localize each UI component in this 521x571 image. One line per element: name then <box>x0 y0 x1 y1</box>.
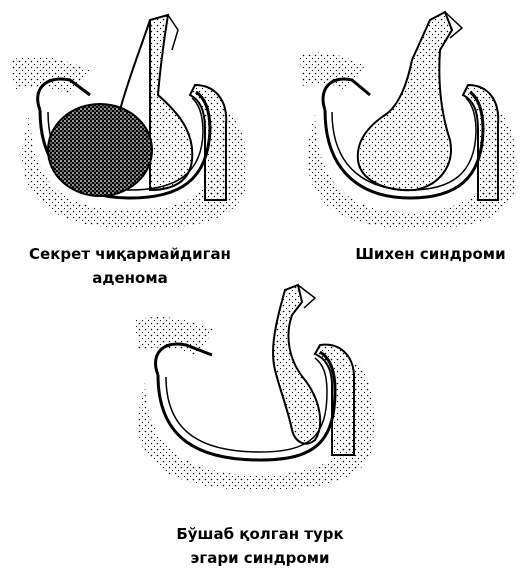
sella-bone-left <box>135 317 215 355</box>
empty-sella-caption-line-1: Бўшаб қолган турк <box>130 522 390 546</box>
adenoma-caption-line-2: аденома <box>0 266 260 290</box>
adenoma-caption: Секрет чиқармайдиган аденома <box>0 242 260 290</box>
sheehan-diagram <box>290 0 521 230</box>
pituitary-stalk <box>150 15 192 190</box>
sheehan-caption-line-1: Шихен синдроми <box>340 242 521 266</box>
sella-bone-left <box>10 56 90 95</box>
adenoma-mass <box>48 104 152 196</box>
adenoma-caption-line-1: Секрет чиқармайдиган <box>0 242 260 266</box>
posterior-clinoid <box>463 85 498 200</box>
empty-sella-caption: Бўшаб қолган турк эгари синдроми <box>130 522 390 570</box>
compressed-gland <box>273 285 320 444</box>
empty-sella-caption-line-2: эгари синдроми <box>130 546 390 570</box>
empty-sella-diagram <box>120 280 400 500</box>
atrophic-gland <box>358 12 452 190</box>
adenoma-diagram <box>0 0 260 230</box>
sheehan-caption: Шихен синдроми <box>340 242 521 266</box>
